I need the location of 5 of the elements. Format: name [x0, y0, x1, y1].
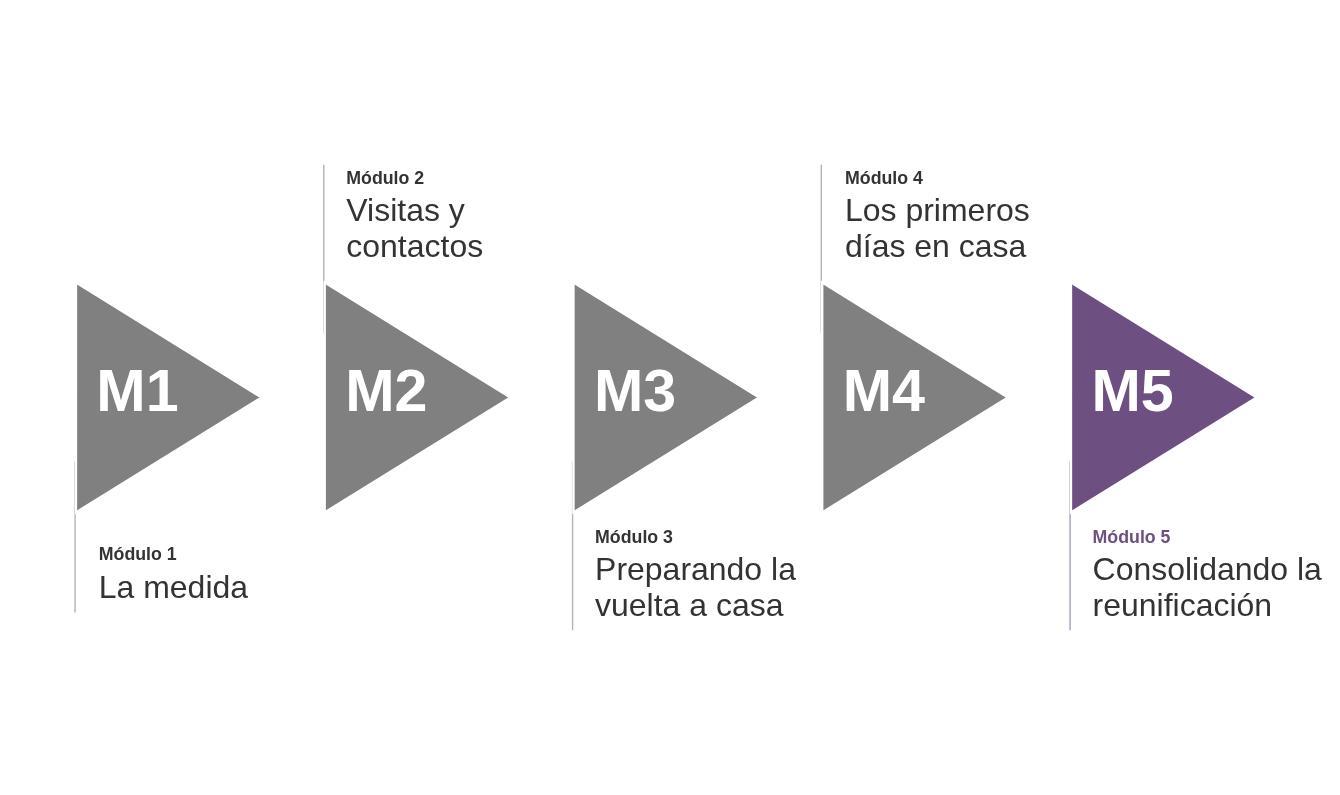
node-text: Módulo 4 Los primeros días en casa	[845, 167, 1030, 264]
node-text: Módulo 1 La medida	[98, 544, 249, 605]
node-text: Módulo 2 Visitas y contactos	[346, 167, 484, 264]
node-text: Módulo 5 Consolidando la reunificación	[1092, 526, 1322, 623]
node-text: Módulo 3 Preparando la vuelta a casa	[595, 526, 796, 623]
